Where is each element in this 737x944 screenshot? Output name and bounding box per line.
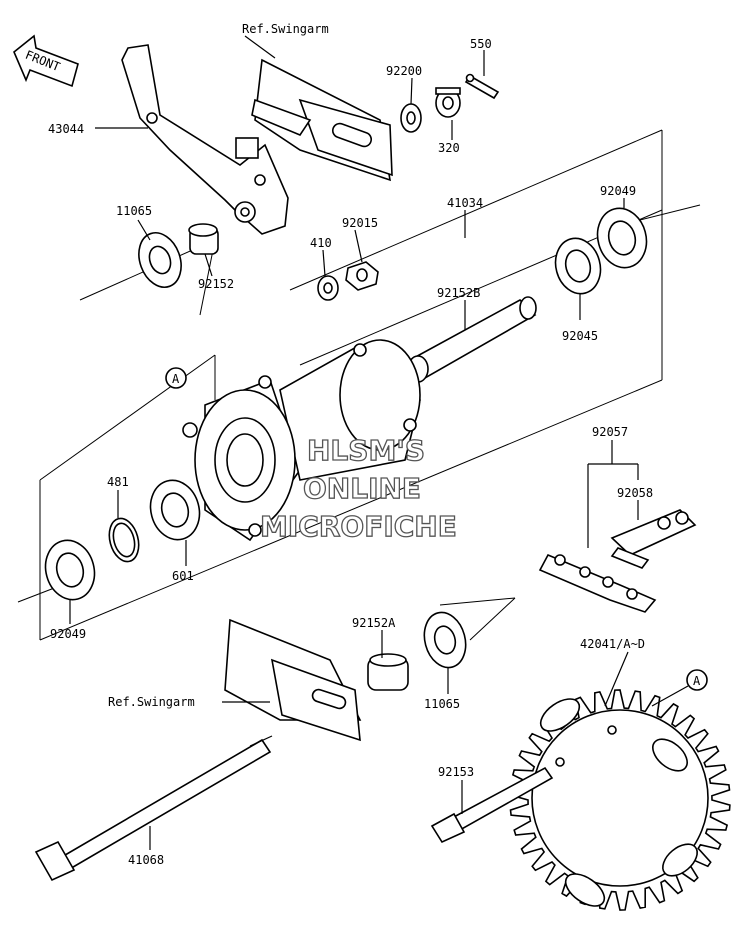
label-43044: 43044: [48, 122, 84, 136]
label-550: 550: [470, 37, 492, 51]
castle-nut-320: [435, 87, 461, 118]
label-92057: 92057: [592, 425, 628, 439]
cotter-pin-550: [464, 73, 500, 100]
label-92152: 92152: [198, 277, 234, 291]
bearing-601: [149, 479, 201, 541]
label-481: 481: [107, 475, 129, 489]
seal-11065-top: [138, 232, 182, 288]
label-41034: 41034: [447, 196, 483, 210]
label-601: 601: [172, 569, 194, 583]
label-41068: 41068: [128, 853, 164, 867]
label-92058: 92058: [617, 486, 653, 500]
drive-chain-92057: [538, 553, 657, 613]
label-320: 320: [438, 141, 460, 155]
seal-92049-top: [596, 207, 648, 269]
label-92153: 92153: [438, 765, 474, 779]
callout-a-sprocket-text: A: [693, 674, 701, 688]
label-92049-bottom: 92049: [50, 627, 86, 641]
collar-92152: [188, 223, 219, 255]
watermark-line-2: ONLINE: [303, 472, 421, 505]
nut-92015: [345, 261, 379, 291]
seal-11065-bottom: [423, 611, 467, 669]
swingarm-lower: [224, 618, 362, 742]
label-92152a: 92152A: [352, 616, 396, 630]
watermark: HLSM'S ONLINE MICROFICHE: [259, 433, 457, 543]
rear-hub-41034: [182, 339, 421, 542]
collar-92152a: [367, 653, 409, 691]
sprocket-42041: [509, 689, 731, 911]
part-labels: Ref.Swingarm 550 92200 320 43044 11065 9…: [48, 22, 653, 867]
swingarm-upper: [251, 58, 393, 182]
brake-torque-link: [121, 44, 289, 235]
label-92045: 92045: [562, 329, 598, 343]
master-link-92058: [610, 509, 697, 569]
front-arrow: FRONT: [13, 34, 79, 88]
label-11065-bottom: 11065: [424, 697, 460, 711]
watermark-line-3: MICROFICHE: [260, 510, 457, 543]
label-92152b: 92152B: [437, 286, 480, 300]
seal-92049-bottom: [44, 539, 96, 601]
bearing-92045: [554, 237, 602, 295]
washer-410: [317, 275, 339, 301]
label-92200: 92200: [386, 64, 422, 78]
label-42041: 42041/A~D: [580, 637, 645, 651]
spacer-92152b: [407, 296, 537, 383]
leader-lines: [69, 35, 689, 850]
callout-a-sprocket: A: [686, 669, 708, 691]
label-11065-top: 11065: [116, 204, 152, 218]
label-92015: 92015: [342, 216, 378, 230]
callout-a-hub: A: [165, 367, 187, 389]
label-ref-swingarm-bottom: Ref.Swingarm: [108, 695, 195, 709]
label-ref-swingarm-top: Ref.Swingarm: [242, 22, 329, 36]
bolt-92153: [430, 766, 554, 844]
callout-a-hub-text: A: [172, 372, 180, 386]
label-410: 410: [310, 236, 332, 250]
washer-92200: [400, 103, 422, 133]
watermark-line-1: HLSM'S: [307, 434, 425, 467]
axle-41068: [34, 735, 273, 882]
circlip-481: [108, 517, 140, 563]
label-92049-top: 92049: [600, 184, 636, 198]
